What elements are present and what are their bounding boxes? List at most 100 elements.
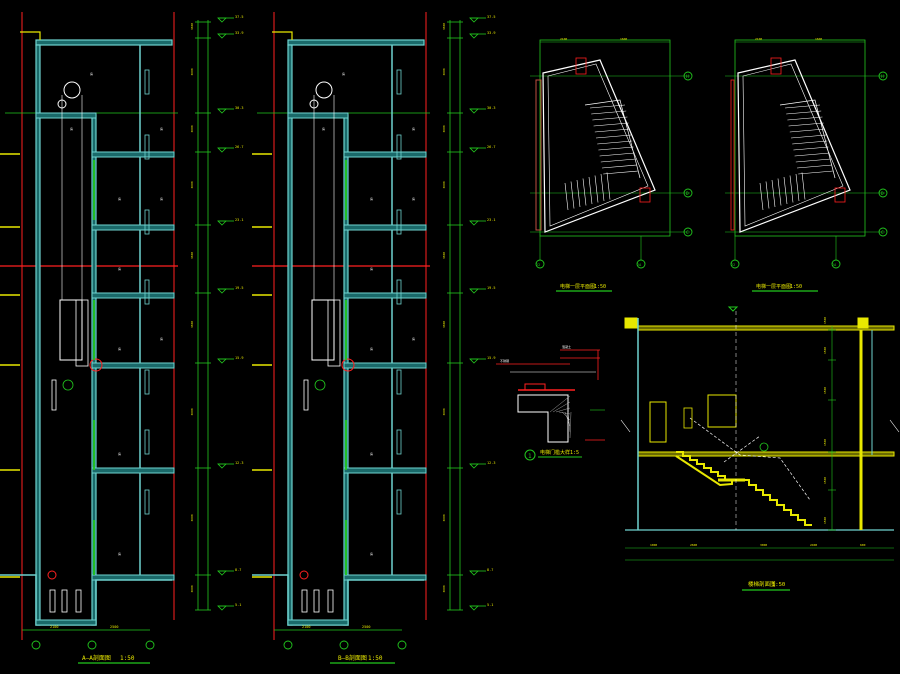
svg-text:B—B剖面图: B—B剖面图 — [338, 654, 367, 662]
level-mark-0-label: 37.5 — [487, 15, 495, 19]
tread-11 — [603, 170, 639, 175]
room-label-8: 房 — [160, 196, 163, 201]
floor-slab-3 — [343, 362, 427, 369]
roof-slab — [287, 39, 425, 46]
buffer-0 — [301, 589, 308, 613]
tread-0 — [589, 104, 626, 109]
dim-text-8: 3600 — [442, 585, 446, 592]
elevator-section-b: 房房房房房房房房房房360036003600360036003600360036… — [252, 12, 495, 650]
svg-text:1:50: 1:50 — [120, 655, 135, 662]
plan-frame — [539, 39, 671, 237]
window-3 — [144, 279, 150, 305]
dim-text-4: 3600 — [190, 252, 194, 259]
room-label-3: 房 — [370, 451, 373, 456]
tread-6 — [792, 140, 828, 145]
tread-b-4 — [783, 176, 788, 205]
flight-dashed — [689, 417, 811, 501]
plan-1-caption: 电梯一层平面图 1:50 — [556, 283, 612, 292]
floor-slab-2 — [91, 292, 175, 299]
tread-b-7 — [606, 172, 611, 200]
room-label-2: 房 — [118, 346, 121, 351]
right-dim-text-4: 1500 — [823, 477, 827, 484]
room-label-7: 房 — [412, 126, 415, 131]
shaft-column — [770, 57, 782, 75]
shaft-column-2 — [639, 187, 651, 203]
plan-2-caption: 电梯一层平面图 1:50 — [752, 283, 818, 292]
room-label-1: 房 — [118, 266, 121, 271]
window-5 — [396, 429, 402, 455]
svg-text:楼梯剖面图: 楼梯剖面图 — [748, 580, 776, 588]
tread-b-4 — [588, 176, 593, 205]
counterweight — [303, 379, 309, 411]
tread-4 — [789, 128, 825, 133]
tread-b-2 — [771, 179, 776, 208]
grid-bubble-0 — [878, 71, 888, 81]
floor-slab-4 — [91, 467, 175, 474]
break-right — [889, 419, 900, 433]
level-mark-7-label: 12.3 — [235, 461, 243, 465]
parapet-left — [624, 317, 638, 329]
dim-text-3: 3600 — [190, 181, 194, 188]
level-mark-6-label: 15.9 — [487, 356, 495, 360]
axis-bubble-2 — [87, 640, 97, 650]
tread-2 — [787, 116, 823, 121]
machine-slab — [35, 112, 97, 119]
room-label-7: 房 — [160, 126, 163, 131]
parapet — [20, 31, 41, 40]
level-mark-8-label: 8.7 — [487, 568, 493, 572]
roof-slab — [637, 325, 895, 331]
svg-text:1:50: 1:50 — [772, 582, 785, 588]
tread-b-1 — [765, 181, 770, 209]
grid-bubble-2 — [878, 227, 888, 237]
window-1 — [396, 134, 402, 160]
bottom-dim-text-3: 2400 — [810, 543, 817, 547]
tread-1 — [786, 110, 822, 115]
stair-section-caption: 楼梯剖面图 1:50 — [742, 580, 790, 591]
floor-slab-1 — [91, 224, 175, 231]
grid-bubble-label-1: D — [881, 191, 884, 197]
tread-b-7 — [801, 172, 806, 200]
hatch-1 — [552, 401, 571, 413]
shaft-inner — [742, 63, 844, 227]
bottom-dim-left: 2100 — [302, 625, 310, 629]
dim-text-3: 3600 — [442, 181, 446, 188]
tread-2 — [592, 116, 628, 121]
floor-slab-0 — [343, 151, 427, 158]
right-dim-text-0: 1500 — [823, 317, 827, 324]
level-mark-2-label: 30.3 — [487, 106, 495, 110]
top-dim-text-2: 1600 — [620, 37, 627, 41]
svg-text:1:50: 1:50 — [368, 655, 383, 662]
dim-text-1: 3600 — [442, 68, 446, 75]
level-mark-0-label: 37.5 — [235, 15, 243, 19]
elevator-car — [59, 299, 83, 361]
tread-b-2 — [576, 179, 581, 208]
window-0 — [396, 69, 402, 95]
room-label-0: 房 — [118, 196, 121, 201]
pit-slab — [35, 619, 97, 626]
grid-bubble-label-0: H — [686, 74, 689, 80]
level-mark-9-label: 5.1 — [235, 603, 241, 607]
shaft-column-2 — [834, 187, 846, 203]
bottom-dim-text-4: 600 — [860, 543, 866, 547]
level-mark-6-label: 15.9 — [235, 356, 243, 360]
axis-bubble-1 — [283, 640, 293, 650]
hatch-6 — [567, 411, 571, 433]
bottom-dim-text-2: 3000 — [760, 543, 767, 547]
tread-5 — [790, 134, 827, 139]
tread-b-3 — [582, 178, 587, 206]
level-mark-2-label: 30.3 — [235, 106, 243, 110]
shaft-outline — [737, 59, 851, 233]
pit-slab — [287, 619, 349, 626]
level-mark-4-label: 23.1 — [235, 218, 243, 222]
hatch-2 — [555, 407, 571, 413]
room-label-5: 房 — [342, 71, 345, 76]
window-small — [683, 407, 693, 429]
tread-5 — [595, 134, 632, 139]
room-label-4: 房 — [118, 551, 121, 556]
window-6 — [144, 489, 150, 515]
room-label-9: 房 — [160, 336, 163, 341]
tread-10 — [796, 164, 833, 169]
